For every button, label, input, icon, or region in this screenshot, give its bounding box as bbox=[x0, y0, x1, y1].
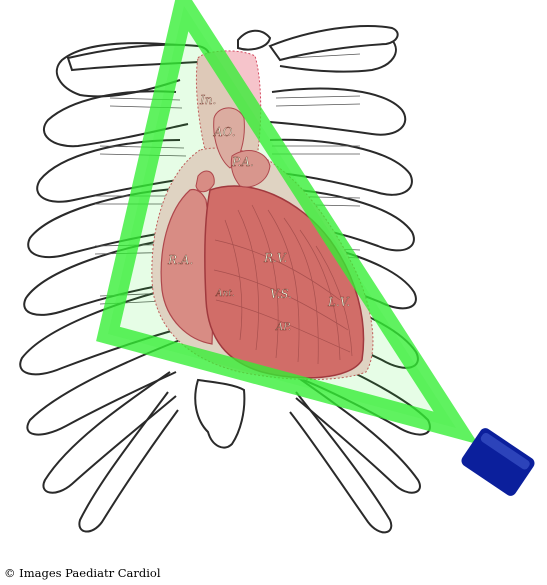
image-credit: © Images Paediatr Cardiol bbox=[4, 566, 161, 580]
sternum bbox=[195, 380, 244, 448]
ultrasound-beam bbox=[108, 6, 456, 428]
